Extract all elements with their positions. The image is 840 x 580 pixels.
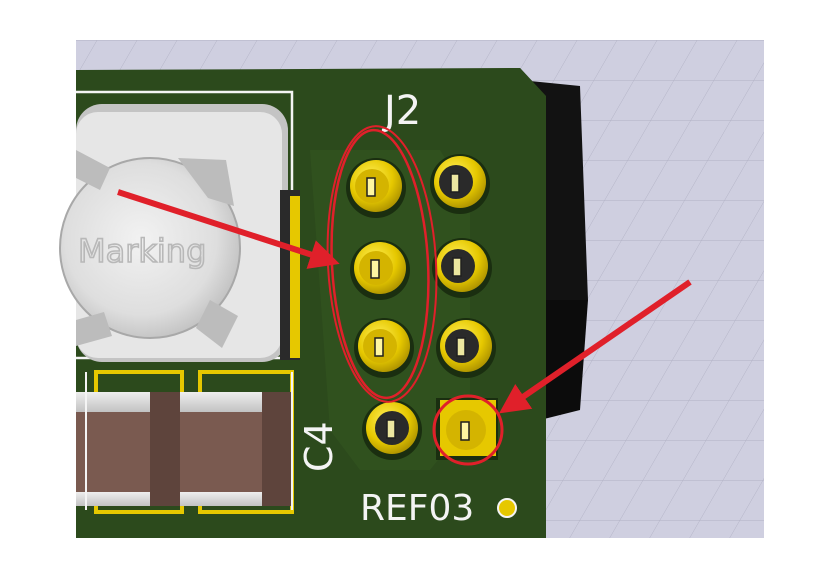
inductor-cap xyxy=(59,157,241,339)
component-marking-text: Marking xyxy=(78,232,206,270)
pin-6 xyxy=(436,318,496,378)
pin-7 xyxy=(362,400,422,460)
pin-8-square xyxy=(436,398,498,460)
connector-ref-label: J2 xyxy=(381,88,421,134)
inductor-cap-notch-top xyxy=(178,158,234,206)
highlight-ellipse-square-pad xyxy=(432,394,504,466)
capacitor-left xyxy=(76,370,184,514)
copper-pour xyxy=(310,150,470,470)
annotation-arrow-right xyxy=(499,279,692,414)
annotation-arrow-left xyxy=(117,189,340,269)
fiducial-mark xyxy=(497,498,517,518)
inductor-cap-notch-left-top xyxy=(76,150,110,190)
capacitor-right xyxy=(180,370,294,514)
pin-1 xyxy=(346,158,406,218)
pin-3 xyxy=(350,240,410,300)
capacitor-silkscreen xyxy=(85,372,293,510)
inductor-cap-notch-bottom xyxy=(196,300,238,348)
fiducial-ref-label: REF03 xyxy=(360,488,474,529)
pin-5 xyxy=(354,318,414,378)
capacitor-ref-label: C4 xyxy=(297,421,341,472)
inductor-cap-notch-left-bottom xyxy=(76,312,112,346)
pin-4 xyxy=(432,238,492,298)
inductor-pad xyxy=(290,196,300,358)
pin-2 xyxy=(430,154,490,214)
